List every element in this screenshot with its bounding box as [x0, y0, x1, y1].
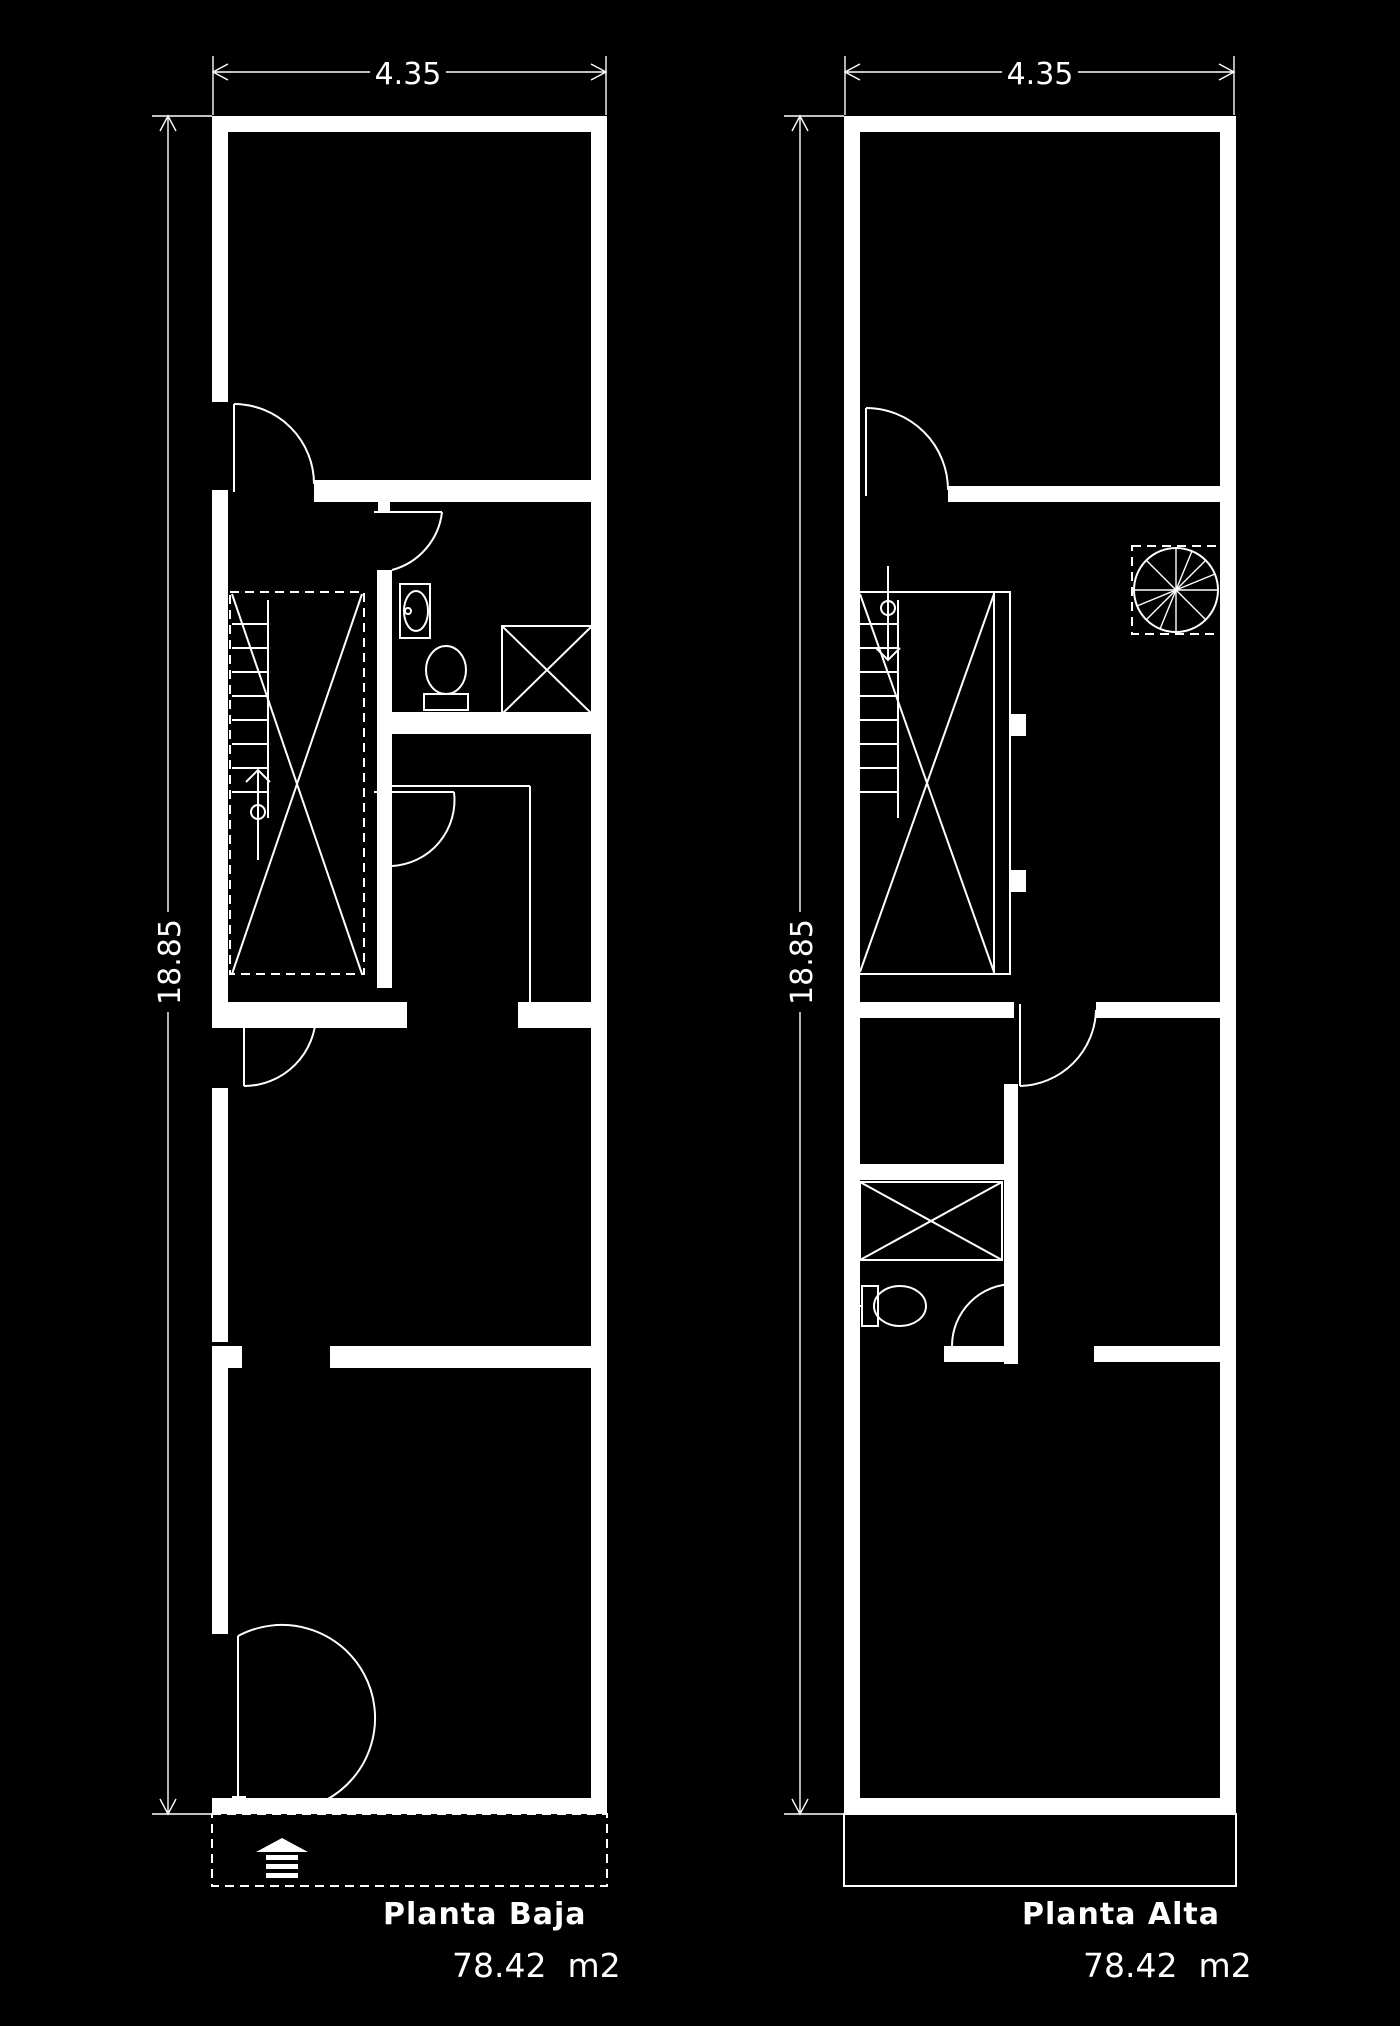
upper-length-dimension: 18.85 — [782, 114, 844, 1816]
ground-doors — [232, 403, 456, 1806]
ground-floor-area-value: 78.42 — [452, 1946, 547, 1985]
upper-doors — [865, 407, 1097, 1347]
upper-floor-plan: 4.35 18.85 — [782, 54, 1237, 1887]
ground-interior-walls — [212, 480, 591, 1368]
ground-width-dimension: 4.35 — [211, 54, 608, 115]
ground-floor-area: 78.42 m2 — [452, 1946, 621, 1985]
ground-length-dimension: 18.85 — [150, 114, 212, 1816]
upper-width-dimension: 4.35 — [843, 54, 1236, 115]
upper-exterior-walls — [844, 116, 1236, 1814]
ground-exterior-walls — [212, 116, 607, 1814]
ground-length-label: 18.85 — [153, 919, 188, 1005]
upper-width-label: 4.35 — [1007, 57, 1074, 92]
upper-interior-walls — [860, 486, 1220, 1364]
upper-floor-title: Planta Alta — [1022, 1897, 1220, 1932]
ground-staircase — [229, 591, 365, 975]
upper-floor-area: 78.42 m2 — [1083, 1946, 1252, 1985]
upper-spiral-stair — [1131, 545, 1235, 635]
ground-floor-title: Planta Baja — [383, 1897, 587, 1932]
ground-porch — [211, 1813, 608, 1887]
upper-staircase — [845, 566, 1011, 975]
upper-length-label: 18.85 — [785, 919, 820, 1005]
ground-floor-area-unit: m2 — [567, 1946, 621, 1985]
ground-floor-plan: 4.35 18.85 — [150, 54, 608, 1887]
upper-floor-area-unit: m2 — [1198, 1946, 1252, 1985]
ground-bathroom-fixtures — [392, 583, 593, 1002]
upper-floor-area-value: 78.42 — [1083, 1946, 1178, 1985]
upper-bathroom-fixtures — [846, 1181, 1003, 1327]
upper-balcony — [843, 1813, 1237, 1887]
ground-width-label: 4.35 — [375, 57, 442, 92]
